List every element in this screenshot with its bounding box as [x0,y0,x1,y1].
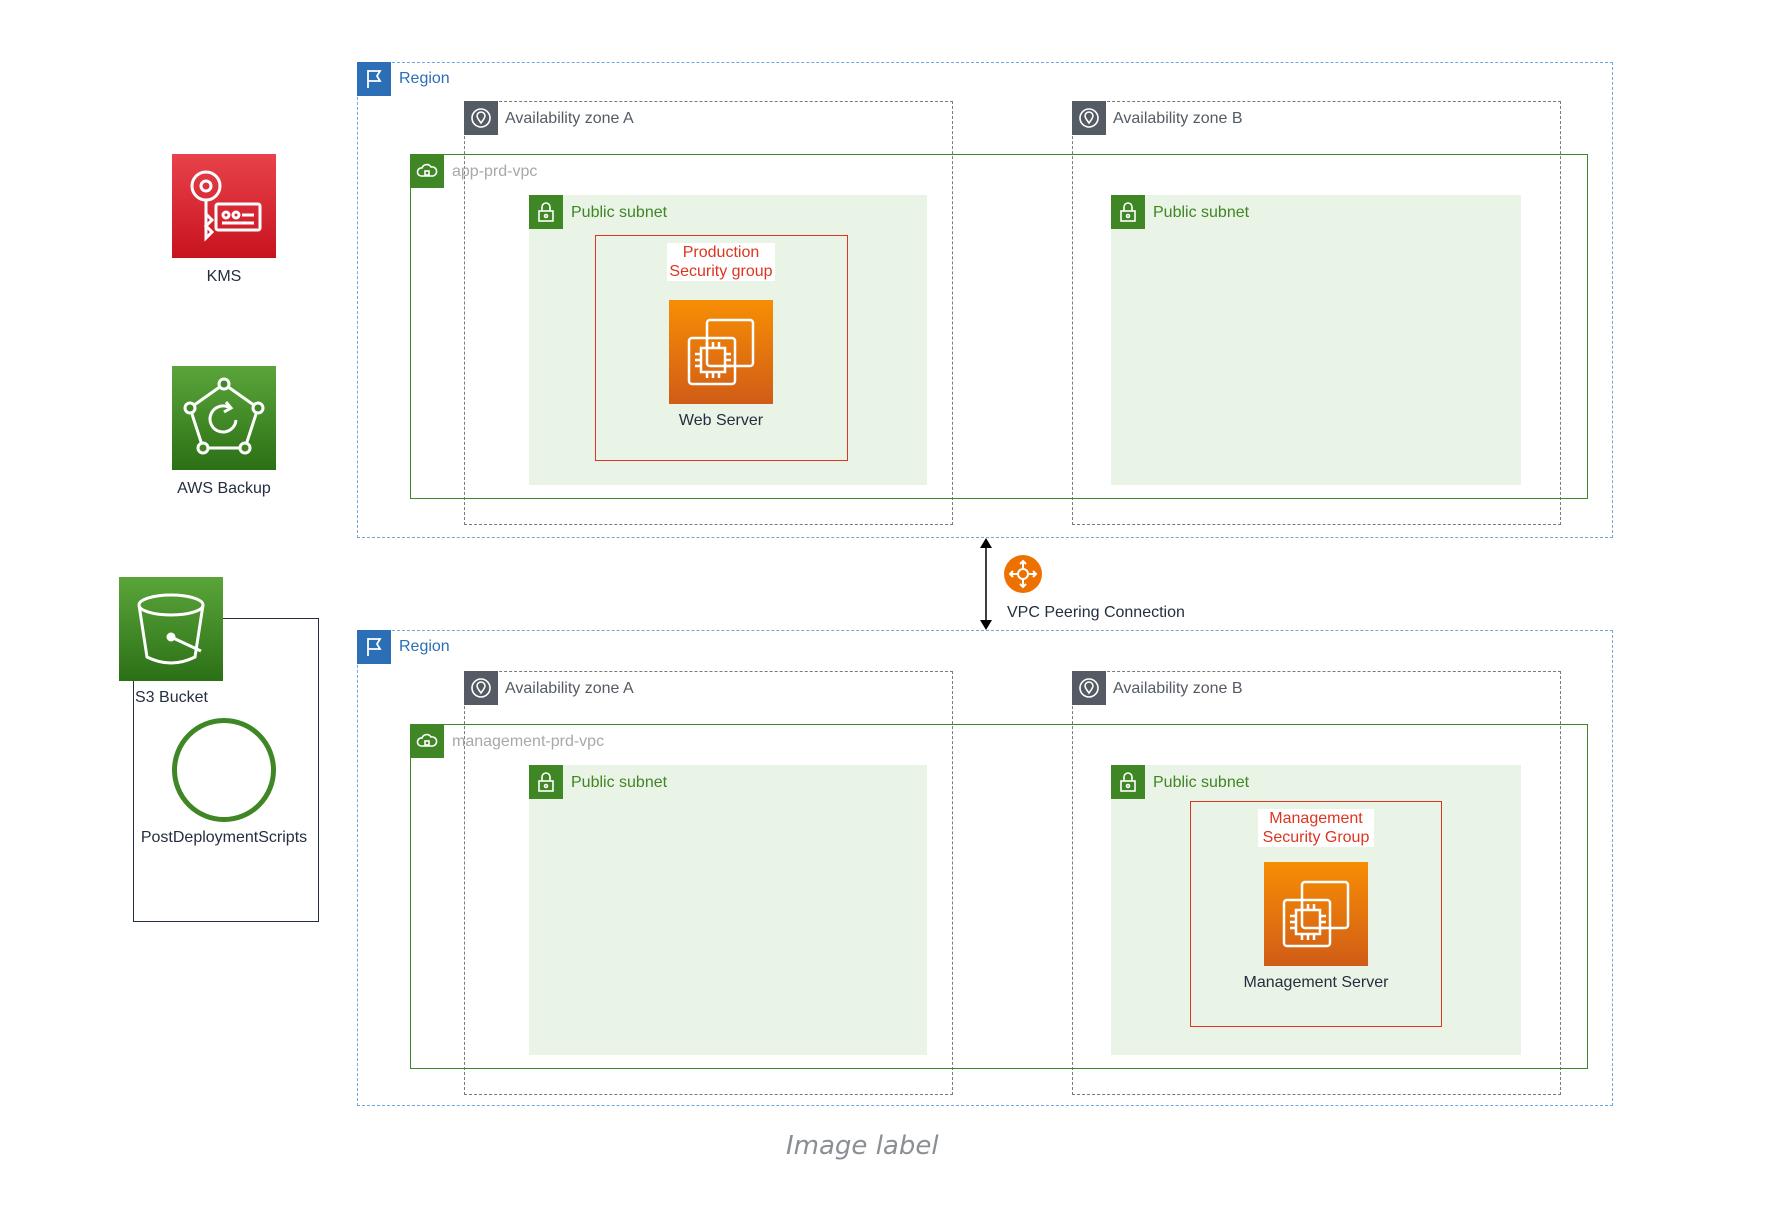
scripts-label: PostDeploymentScripts [140,829,308,846]
vpc-cloud-icon [410,724,444,758]
region-flag-icon [357,630,391,664]
bottom-az-a-label: Availability zone A [505,680,634,697]
s3-group-box [133,618,319,922]
bottom-region-label: Region [399,638,450,655]
top-az-b [1072,101,1561,525]
circle-icon [172,718,276,822]
ec2-icon [669,300,773,404]
top-region-label: Region [399,70,450,87]
subnet-lock-icon [529,195,563,229]
top-subnet-b [1111,195,1521,485]
subnet-lock-icon [1111,765,1145,799]
ec2-icon [1264,862,1368,966]
az-pin-icon [1072,671,1106,705]
s3-bucket-icon [119,577,223,681]
production-sg-line1: Production [682,244,760,261]
bottom-vpc [410,724,1588,1069]
management-security-group [1190,801,1442,1027]
bottom-subnet-a-label: Public subnet [571,774,668,791]
top-az-b-label: Availability zone B [1113,110,1243,127]
production-sg-label: Production Security group [667,243,775,281]
bottom-vpc-label: management-prd-vpc [452,733,605,750]
subnet-lock-icon [529,765,563,799]
management-server-label: Management Server [1243,974,1389,991]
az-pin-icon [1072,101,1106,135]
image-caption: Image label [786,1131,939,1161]
top-subnet-a-label: Public subnet [571,204,668,221]
az-pin-icon [464,101,498,135]
az-pin-icon [464,671,498,705]
backup-icon [172,366,276,470]
backup-label: AWS Backup [177,480,271,497]
kms-icon [172,154,276,258]
bottom-subnet-a [529,765,927,1055]
peering-arrow [980,538,992,630]
top-region [357,62,1613,538]
top-az-a [464,101,953,525]
subnet-lock-icon [1111,195,1145,229]
production-sg-line2: Security group [669,263,773,280]
management-sg-line1: Management [1269,810,1363,827]
top-vpc-label: app-prd-vpc [452,163,538,180]
bottom-az-b [1072,671,1561,1095]
bottom-az-b-label: Availability zone B [1113,680,1243,697]
region-flag-icon [357,62,391,96]
kms-label: KMS [206,268,242,285]
management-sg-label: Management Security Group [1258,809,1374,847]
vpc-cloud-icon [410,154,444,188]
vpc-peering-icon [1004,555,1042,593]
production-security-group [595,235,848,461]
top-vpc [410,154,1588,499]
web-server-label: Web Server [678,412,764,429]
bottom-az-a [464,671,953,1095]
s3-label: S3 Bucket [135,689,208,706]
peering-label: VPC Peering Connection [1007,604,1185,621]
top-az-a-label: Availability zone A [505,110,634,127]
bottom-region [357,630,1613,1106]
management-sg-line2: Security Group [1262,829,1370,846]
top-subnet-b-label: Public subnet [1153,204,1250,221]
bottom-subnet-b-label: Public subnet [1153,774,1250,791]
